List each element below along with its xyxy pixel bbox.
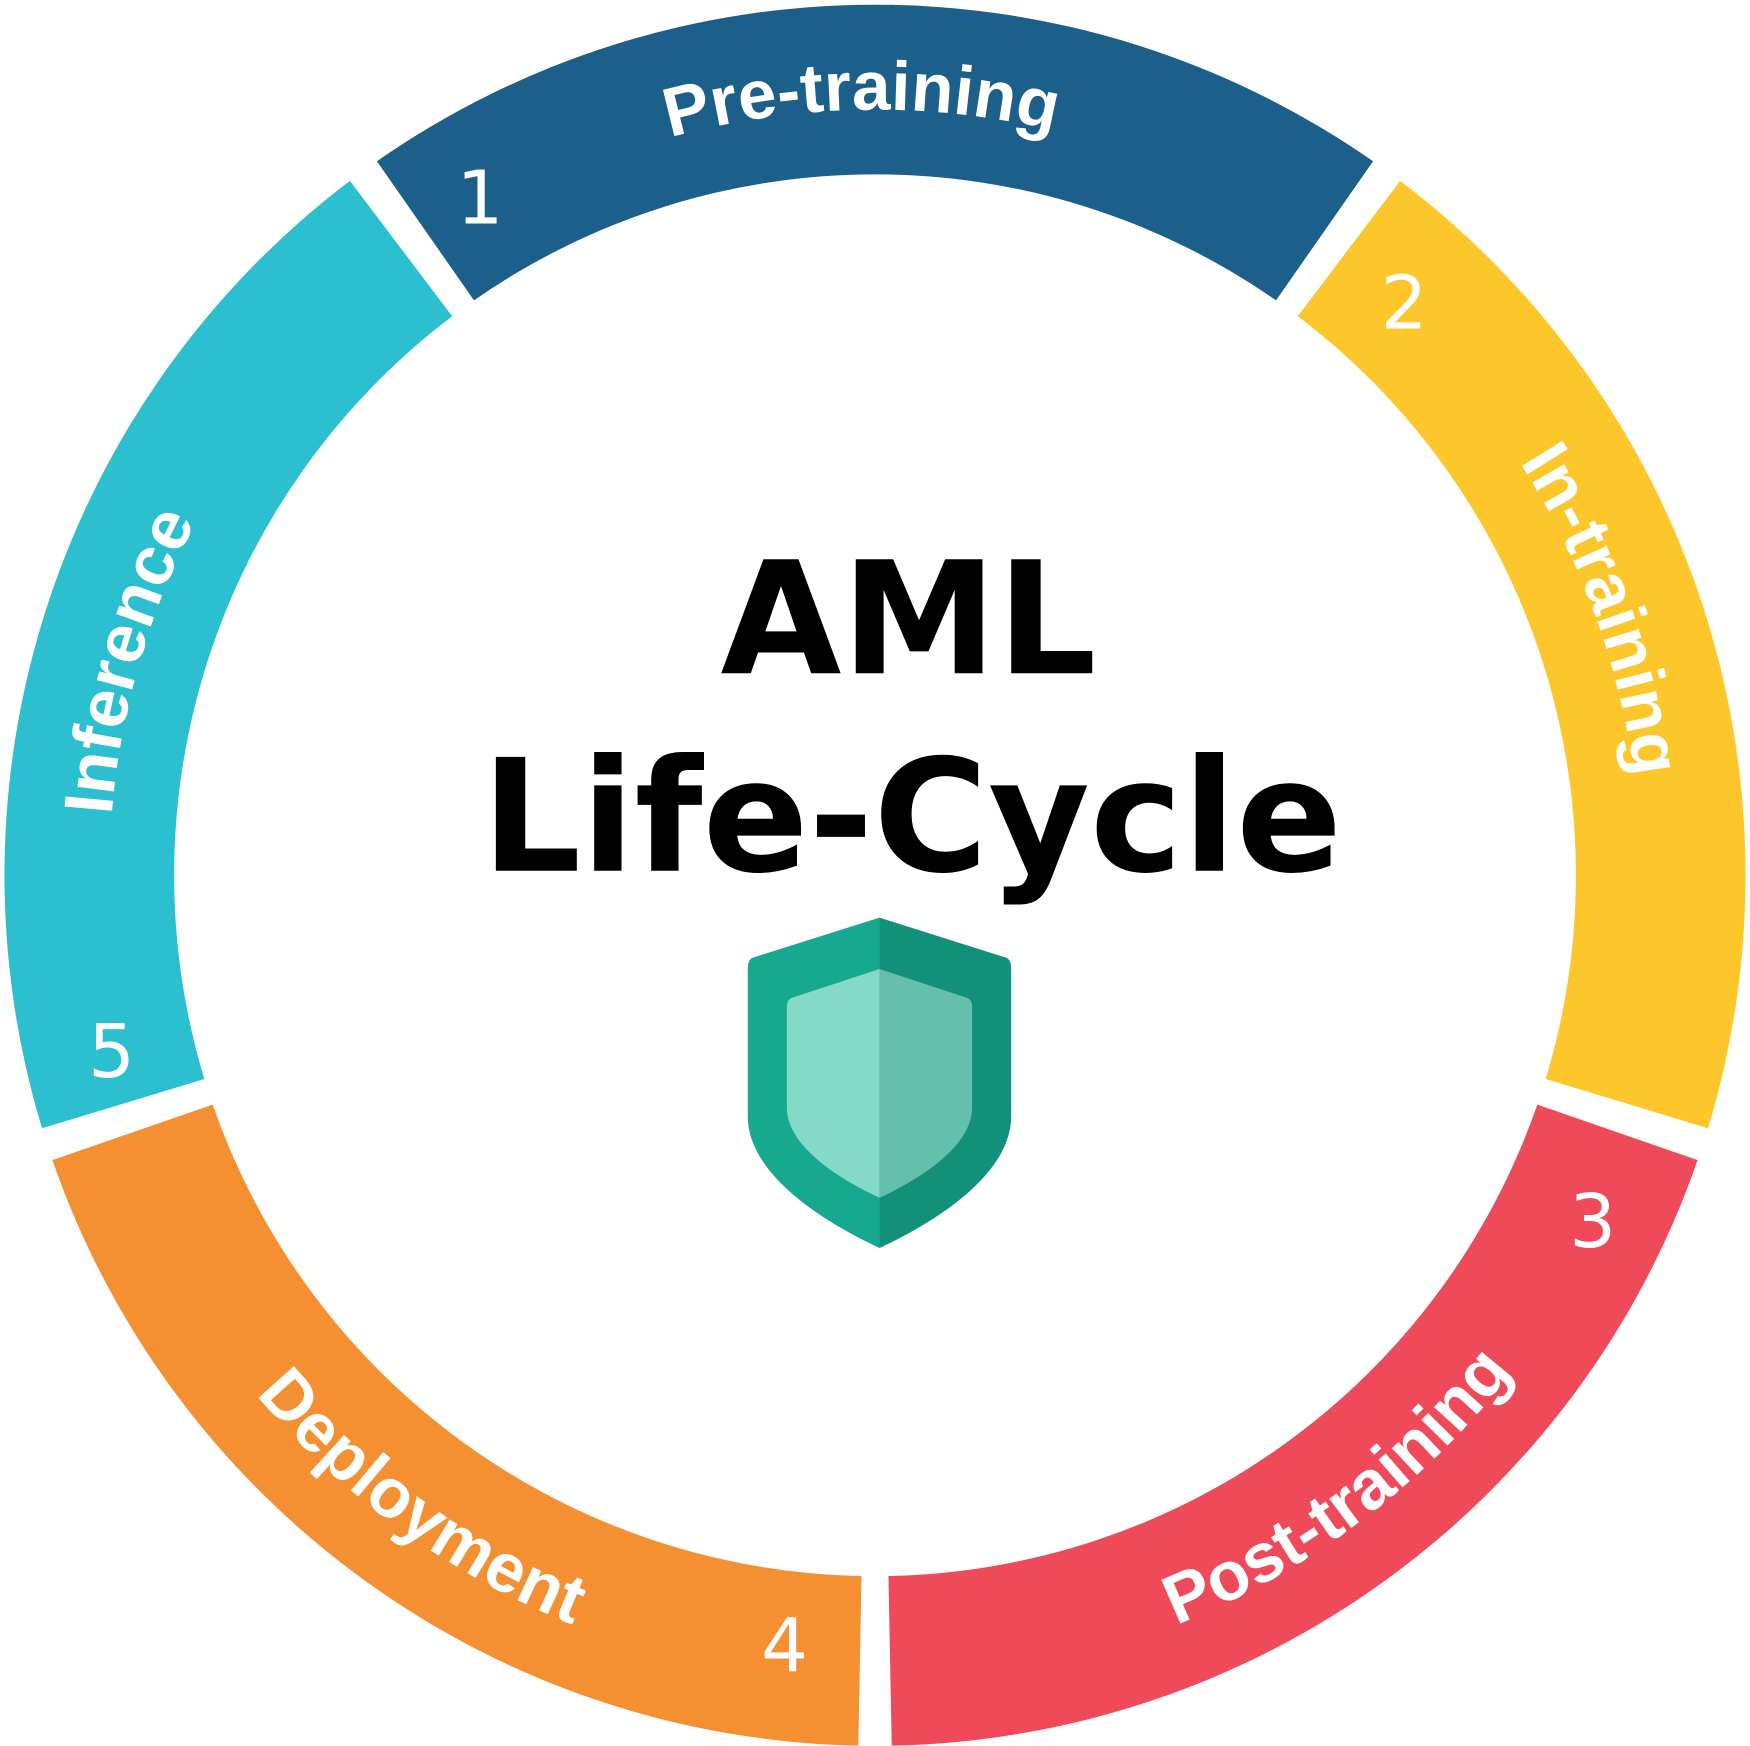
ring-segment <box>4 180 453 1129</box>
ring-segment <box>52 1104 862 1746</box>
ring-segment <box>888 1104 1698 1746</box>
title-aml: AML <box>720 528 1096 710</box>
shield-icon <box>747 917 1012 1248</box>
stage-number: 2 <box>1381 261 1428 346</box>
ring-segment <box>1297 180 1746 1129</box>
stage-number: 5 <box>88 1010 135 1095</box>
stage-number: 1 <box>456 156 503 241</box>
ring-segment <box>376 4 1374 301</box>
stage-number: 3 <box>1569 1180 1616 1265</box>
stage-number: 4 <box>761 1604 808 1689</box>
title-life-cycle: Life-Cycle <box>482 726 1343 908</box>
